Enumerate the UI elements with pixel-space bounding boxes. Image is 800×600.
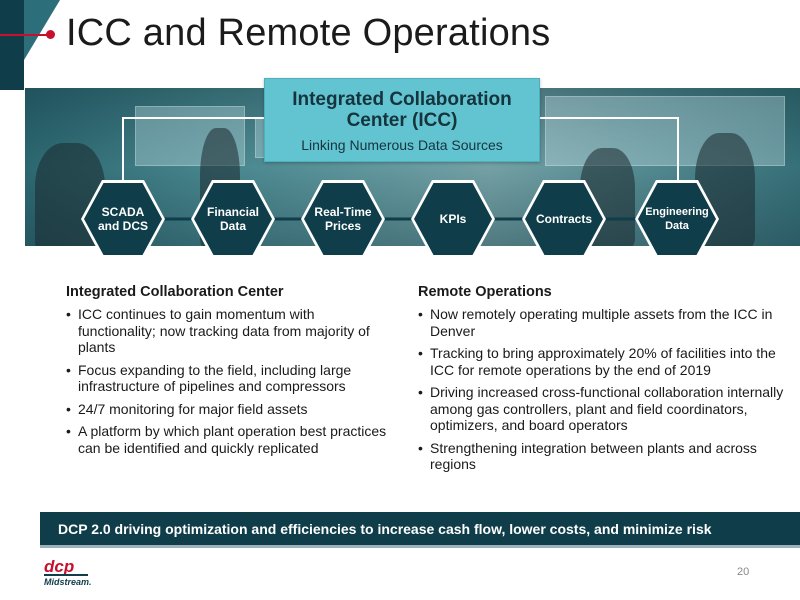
summary-banner-text: DCP 2.0 driving optimization and efficie…	[58, 520, 712, 537]
hex-engineering-data: Engineering Data	[635, 180, 719, 258]
hex-real-time-prices: Real-Time Prices	[301, 180, 385, 258]
hex-financial-data: Financial Data	[191, 180, 275, 258]
summary-banner-shadow	[40, 545, 800, 548]
hex-contracts: Contracts	[522, 180, 606, 258]
hex-label: Contracts	[535, 212, 592, 226]
icc-column: Integrated Collaboration Center ICC cont…	[66, 284, 396, 462]
remote-operations-column: Remote Operations Now remotely operating…	[418, 284, 793, 479]
icc-callout-box: Integrated Collaboration Center (ICC) Li…	[264, 78, 540, 162]
page-number: 20	[737, 566, 750, 578]
dcp-midstream-logo-icon: dcp Midstream.	[44, 557, 92, 587]
list-item: A platform by which plant operation best…	[66, 423, 396, 456]
remote-operations-bullet-list: Now remotely operating multiple assets f…	[418, 306, 793, 473]
corner-decoration	[0, 0, 60, 90]
hex-kpis: KPIs	[411, 180, 495, 258]
hex-label: Engineering Data	[645, 206, 709, 232]
hex-scada-and-dcs: SCADA and DCS	[81, 180, 165, 258]
hex-label: KPIs	[439, 212, 467, 226]
icc-subtitle: Linking Numerous Data Sources	[301, 137, 503, 153]
hex-label: Real-Time Prices	[314, 205, 372, 233]
list-item: 24/7 monitoring for major field assets	[66, 401, 396, 418]
remote-operations-heading: Remote Operations	[418, 284, 552, 300]
hex-label: Financial Data	[206, 205, 259, 233]
title-accent-dot	[46, 30, 55, 39]
list-item: Tracking to bring approximately 20% of f…	[418, 345, 793, 378]
list-item: Focus expanding to the field, including …	[66, 362, 396, 395]
icc-title: Integrated Collaboration Center (ICC)	[292, 89, 512, 131]
list-item: Strengthening integration between plants…	[418, 440, 793, 473]
svg-text:Midstream.: Midstream.	[44, 577, 92, 587]
icc-bullet-list: ICC continues to gain momentum with func…	[66, 306, 396, 456]
title-accent-line	[0, 34, 50, 36]
icc-column-heading: Integrated Collaboration Center	[66, 284, 284, 300]
list-item: ICC continues to gain momentum with func…	[66, 306, 396, 356]
hex-label: SCADA and DCS	[97, 205, 148, 233]
list-item: Now remotely operating multiple assets f…	[418, 306, 793, 339]
svg-text:dcp: dcp	[44, 557, 74, 576]
slide-title: ICC and Remote Operations	[66, 12, 551, 54]
summary-banner: DCP 2.0 driving optimization and efficie…	[40, 512, 800, 545]
list-item: Driving increased cross-functional colla…	[418, 384, 793, 434]
